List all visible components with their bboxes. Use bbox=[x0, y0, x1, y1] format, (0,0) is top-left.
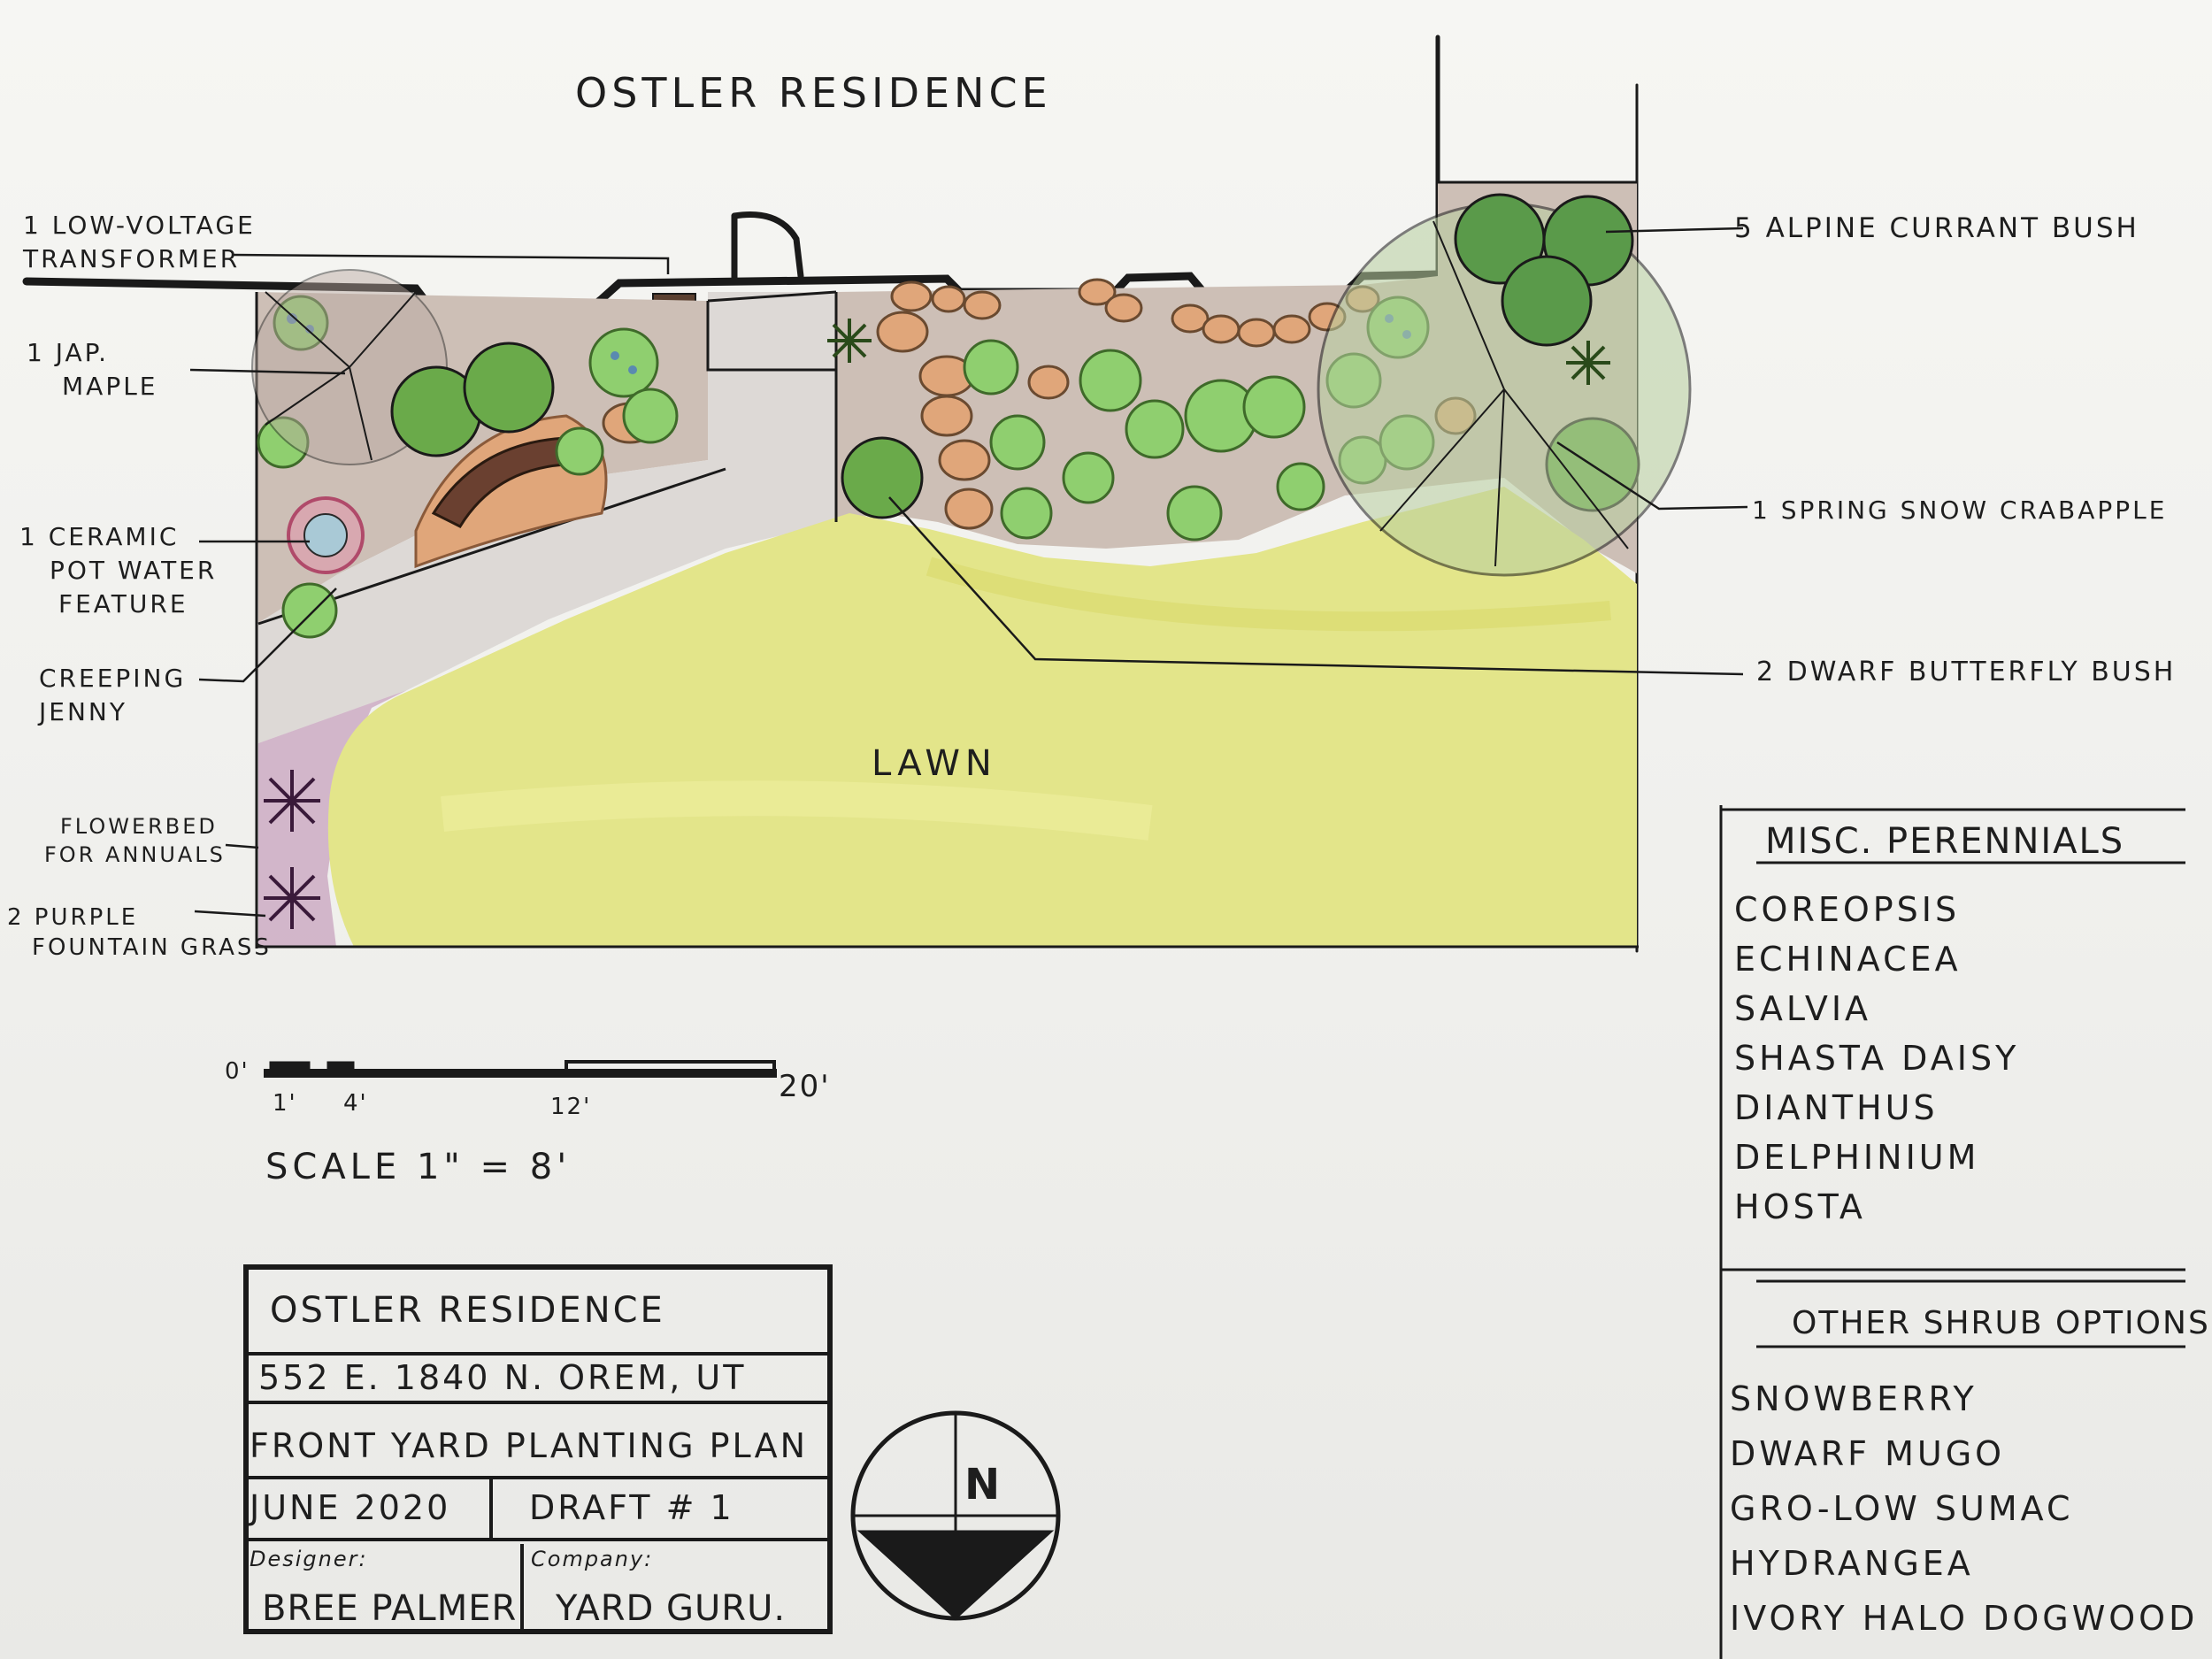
scale-bar bbox=[264, 1060, 777, 1078]
tb-address: 552 E. 1840 N. OREM, UT bbox=[258, 1358, 747, 1397]
shrubs-list: SNOWBERRY DWARF MUGO GRO-LOW SUMAC HYDRA… bbox=[1730, 1371, 2198, 1646]
list-item: DELPHINIUM bbox=[1734, 1138, 1980, 1177]
list-item: ECHINACEA bbox=[1734, 940, 1962, 979]
label-line: CREEPING bbox=[39, 664, 187, 693]
label-water-feature: 1 CERAMIC POT WATER FEATURE bbox=[19, 520, 217, 621]
list-item: GRO-LOW SUMAC bbox=[1730, 1489, 2074, 1528]
label-maple: 1 JAP. MAPLE bbox=[27, 336, 158, 403]
label-crabapple: 1 SPRING SNOW CRABAPPLE bbox=[1752, 495, 2168, 525]
label-flowerbed: FLOWERBED FOR ANNUALS bbox=[44, 812, 226, 869]
perennials-list: COREOPSIS ECHINACEA SALVIA SHASTA DAISY … bbox=[1734, 885, 2019, 1232]
label-creeping-jenny: CREEPING JENNY bbox=[39, 662, 186, 729]
label-line: 2 PURPLE bbox=[7, 904, 139, 931]
tb-draft: DRAFT # 1 bbox=[529, 1488, 734, 1527]
tb-company: YARD GURU. bbox=[556, 1588, 787, 1629]
label-line: FOUNTAIN GRASS bbox=[32, 934, 272, 961]
list-item: DWARF MUGO bbox=[1730, 1434, 2006, 1473]
list-item: HYDRANGEA bbox=[1730, 1544, 1974, 1583]
list-item: IVORY HALO DOGWOOD bbox=[1730, 1599, 2199, 1638]
tb-designer-label: Designer: bbox=[250, 1547, 368, 1571]
perennials-heading: MISC. PERENNIALS bbox=[1765, 821, 2125, 862]
scale-tick-0: 0' bbox=[225, 1058, 250, 1085]
shrubs-heading: OTHER SHRUB OPTIONS bbox=[1792, 1305, 2210, 1341]
lawn-area bbox=[327, 487, 1637, 947]
alpine-currant-cluster bbox=[1454, 193, 1634, 347]
scale-tick-12: 12' bbox=[550, 1094, 592, 1120]
label-transformer: 1 LOW-VOLTAGE TRANSFORMER bbox=[23, 209, 256, 276]
list-item: DIANTHUS bbox=[1734, 1088, 1939, 1127]
label-line: POT WATER bbox=[50, 556, 218, 585]
label-line: 1 LOW-VOLTAGE bbox=[23, 211, 256, 240]
label-line: TRANSFORMER bbox=[23, 244, 241, 273]
property-lines bbox=[255, 180, 1639, 949]
label-line: JENNY bbox=[39, 697, 127, 726]
list-item: SHASTA DAISY bbox=[1734, 1039, 2020, 1078]
label-line: FOR ANNUALS bbox=[44, 842, 226, 867]
north-arrow bbox=[850, 1410, 1061, 1621]
leader-lines bbox=[189, 227, 1748, 918]
water-feature bbox=[287, 496, 365, 574]
label-line: MAPLE bbox=[62, 372, 158, 401]
list-item: HOSTA bbox=[1734, 1187, 1866, 1226]
scale-text: SCALE 1" = 8' bbox=[265, 1147, 572, 1187]
label-line: FEATURE bbox=[58, 589, 188, 618]
title-block-frame bbox=[243, 1264, 833, 1634]
tb-plan: FRONT YARD PLANTING PLAN bbox=[250, 1426, 809, 1465]
legend-lines bbox=[1719, 805, 2185, 1659]
label-lawn: LAWN bbox=[872, 743, 997, 784]
label-butterfly: 2 DWARF BUTTERFLY BUSH bbox=[1756, 657, 2177, 687]
north-label: N bbox=[964, 1460, 1002, 1509]
scale-tick-1: 1' bbox=[273, 1090, 297, 1117]
list-item: COREOPSIS bbox=[1734, 890, 1961, 929]
list-item: SALVIA bbox=[1734, 989, 1872, 1028]
label-line: FLOWERBED bbox=[60, 814, 218, 839]
scale-tick-4: 4' bbox=[343, 1090, 368, 1117]
tb-date: JUNE 2020 bbox=[250, 1488, 451, 1527]
page-title: OSTLER RESIDENCE bbox=[575, 69, 1052, 117]
label-line: 1 CERAMIC bbox=[19, 522, 180, 551]
tb-project: OSTLER RESIDENCE bbox=[270, 1290, 665, 1331]
fountain-grass bbox=[264, 319, 1610, 929]
tb-company-label: Company: bbox=[531, 1547, 654, 1571]
label-line: 1 JAP. bbox=[27, 338, 110, 367]
tb-designer: BREE PALMER bbox=[262, 1588, 518, 1629]
list-item: SNOWBERRY bbox=[1730, 1379, 1978, 1418]
scale-tick-20: 20' bbox=[779, 1069, 831, 1104]
label-currant: 5 ALPINE CURRANT BUSH bbox=[1734, 212, 2139, 244]
label-fountain-grass: 2 PURPLE FOUNTAIN GRASS bbox=[7, 902, 272, 963]
